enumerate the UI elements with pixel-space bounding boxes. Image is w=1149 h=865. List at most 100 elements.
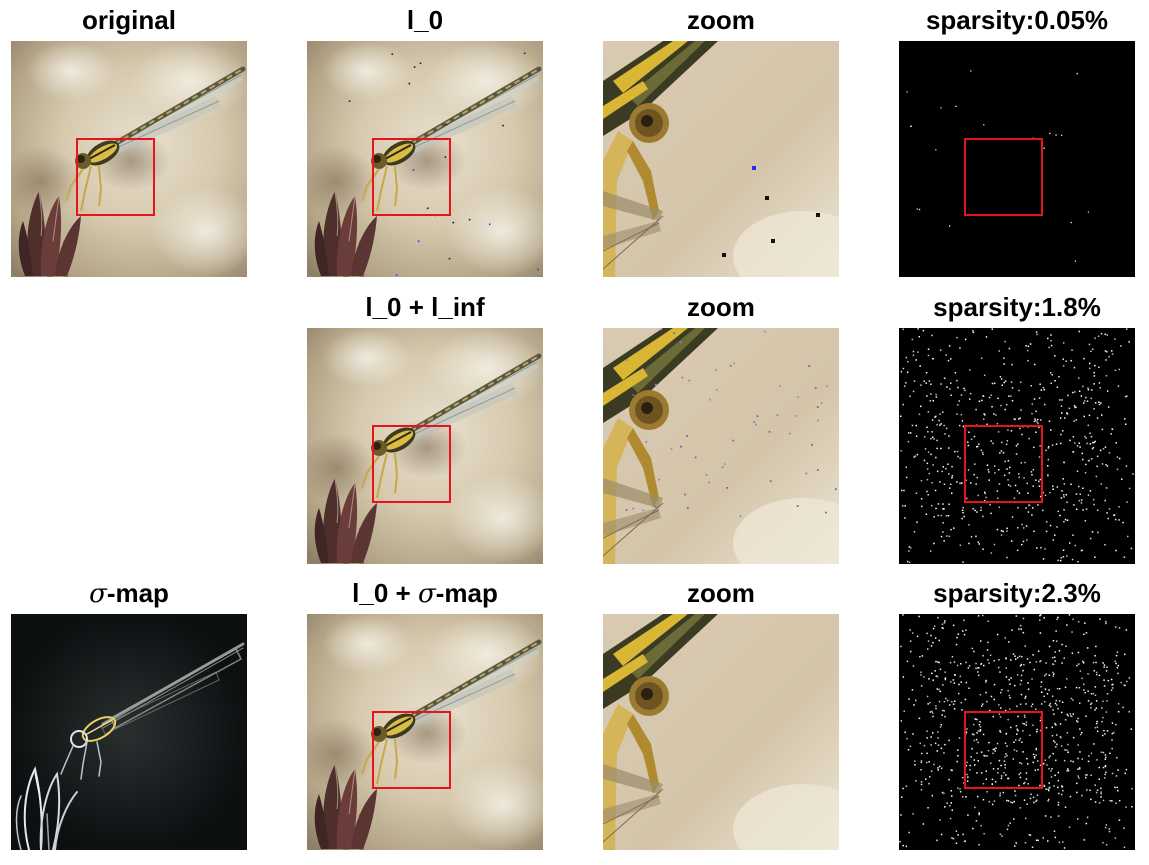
noise-pixel xyxy=(979,694,982,696)
noise-pixel xyxy=(1096,726,1099,728)
noise-pixel xyxy=(949,225,951,227)
noise-pixel xyxy=(1023,477,1025,479)
noise-pixel xyxy=(1038,480,1040,483)
noise-pixel xyxy=(1118,457,1121,460)
noise-pixel xyxy=(983,832,985,835)
noise-pixel xyxy=(1102,448,1105,450)
noise-pixel xyxy=(960,482,963,485)
noise-pixel xyxy=(1062,342,1065,344)
noise-pixel xyxy=(1032,507,1034,509)
noise-pixel xyxy=(684,493,686,496)
noise-pixel xyxy=(980,772,983,774)
noise-pixel xyxy=(1035,754,1037,756)
noise-pixel xyxy=(1014,790,1016,792)
noise-pixel xyxy=(1009,683,1011,685)
noise-pixel xyxy=(997,431,1000,433)
noise-pixel xyxy=(1050,816,1052,818)
noise-pixel xyxy=(1081,452,1083,455)
noise-pixel xyxy=(1036,794,1039,796)
noise-pixel xyxy=(1104,754,1107,756)
noise-pixel xyxy=(937,744,940,746)
roi-box xyxy=(964,425,1043,503)
noise-pixel xyxy=(982,548,984,550)
noise-pixel xyxy=(1072,760,1074,763)
noise-pixel xyxy=(1087,424,1089,427)
noise-pixel xyxy=(1085,776,1087,779)
noise-pixel xyxy=(943,508,945,510)
noise-pixel xyxy=(950,802,952,804)
noise-pixel xyxy=(1090,350,1092,353)
noise-pixel xyxy=(1017,443,1019,445)
noise-pixel xyxy=(1022,617,1025,620)
noise-pixel xyxy=(915,435,918,437)
noise-pixel xyxy=(680,445,682,448)
noise-pixel xyxy=(426,207,429,210)
noise-pixel xyxy=(977,541,979,543)
noise-pixel xyxy=(1095,661,1097,664)
noise-pixel xyxy=(937,731,939,733)
noise-pixel xyxy=(1066,501,1068,503)
noise-pixel xyxy=(1008,679,1010,681)
noise-pixel xyxy=(1099,449,1102,452)
noise-pixel xyxy=(1028,834,1030,836)
noise-pixel xyxy=(976,446,978,448)
noise-pixel xyxy=(1048,689,1050,691)
noise-pixel xyxy=(983,418,985,420)
noise-pixel xyxy=(1038,485,1041,487)
noise-pixel xyxy=(1095,722,1098,725)
l0-adversarial-image xyxy=(307,41,543,277)
noise-pixel xyxy=(413,66,416,68)
noise-pixel xyxy=(805,472,808,475)
noise-pixel xyxy=(980,751,983,753)
noise-pixel xyxy=(1013,741,1015,743)
noise-pixel xyxy=(927,807,929,809)
noise-pixel xyxy=(768,430,771,433)
noise-pixel xyxy=(1100,796,1102,798)
noise-pixel xyxy=(971,733,974,735)
noise-pixel xyxy=(910,125,912,127)
noise-pixel xyxy=(1066,519,1069,521)
noise-pixel xyxy=(658,478,660,481)
noise-pixel xyxy=(1043,147,1045,149)
noise-pixel xyxy=(1076,445,1079,447)
noise-pixel xyxy=(937,767,939,769)
noise-pixel xyxy=(1077,621,1080,623)
noise-pixel xyxy=(1076,73,1078,75)
noise-pixel xyxy=(1042,558,1045,560)
noise-pixel xyxy=(1037,504,1039,506)
noise-pixel xyxy=(964,338,967,341)
noise-pixel xyxy=(1117,703,1120,705)
noise-pixel xyxy=(1029,734,1031,737)
noise-pixel xyxy=(935,660,937,663)
noise-pixel xyxy=(999,794,1001,797)
noise-pixel xyxy=(1078,767,1081,769)
noise-pixel xyxy=(1104,333,1106,335)
noise-pixel xyxy=(1000,764,1002,767)
noise-pixel xyxy=(1038,456,1041,458)
noise-pixel xyxy=(934,742,937,745)
noise-pixel xyxy=(998,469,1000,471)
noise-pixel xyxy=(1078,442,1081,444)
noise-pixel xyxy=(1055,699,1057,702)
noise-pixel xyxy=(951,465,953,468)
noise-pixel xyxy=(936,839,938,842)
noise-pixel xyxy=(1036,333,1038,336)
noise-pixel xyxy=(976,445,979,448)
noise-pixel xyxy=(936,750,938,752)
noise-pixel xyxy=(1037,422,1039,425)
noise-pixel xyxy=(937,737,939,739)
noise-pixel xyxy=(1032,753,1035,756)
noise-pixel xyxy=(645,441,648,443)
noise-pixel xyxy=(938,700,941,703)
noise-pixel xyxy=(999,671,1001,673)
noise-pixel xyxy=(1051,726,1053,729)
noise-pixel xyxy=(686,507,689,509)
noise-pixel xyxy=(962,512,964,514)
noise-pixel xyxy=(1011,801,1014,804)
noise-pixel xyxy=(906,660,909,663)
noise-pixel xyxy=(944,671,946,673)
noise-pixel xyxy=(936,688,938,690)
noise-pixel xyxy=(1116,651,1119,653)
noise-pixel xyxy=(1029,343,1032,345)
noise-pixel xyxy=(1031,412,1033,415)
